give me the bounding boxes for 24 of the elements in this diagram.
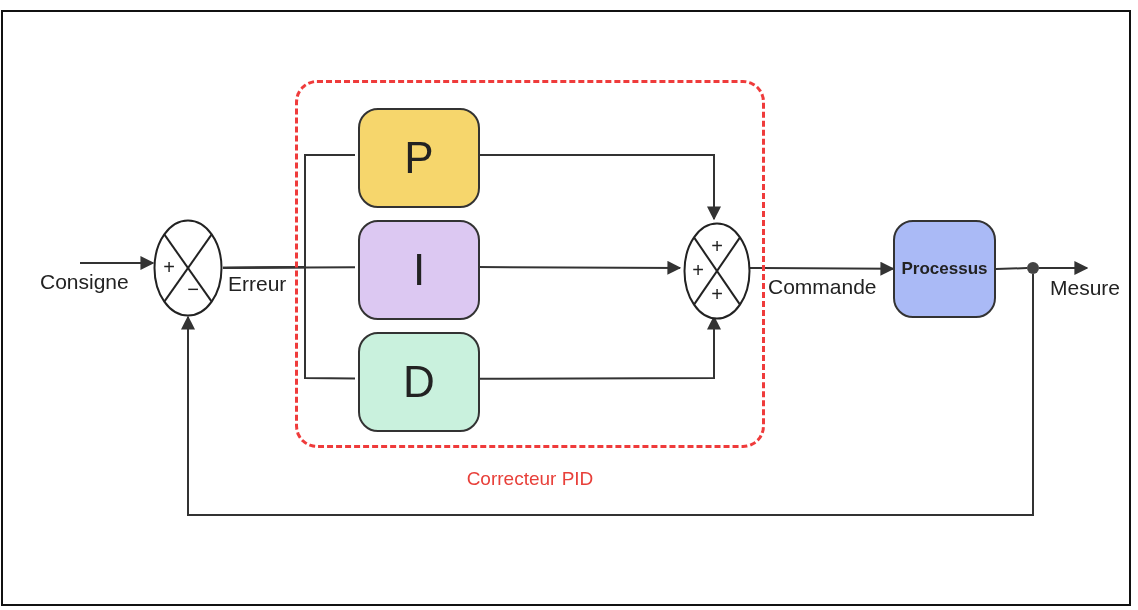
edge-label: Commande: [768, 275, 877, 299]
block: [893, 220, 996, 318]
block: [358, 220, 480, 320]
sign-symbol: +: [710, 236, 724, 256]
block-label: I: [412, 245, 426, 295]
sign-symbol: +: [691, 260, 705, 280]
summing-junction: [683, 222, 751, 320]
sign-symbol: +: [162, 257, 176, 277]
edge-label: Mesure: [1050, 276, 1121, 300]
group-title: Correcteur PID: [465, 468, 595, 490]
block: [358, 332, 480, 432]
sign-symbol: −: [186, 279, 200, 299]
connector-arrow: [1038, 261, 1089, 275]
edge-label: Erreur: [228, 272, 287, 296]
block-label: Processus: [901, 259, 988, 279]
connector-arrow: [79, 256, 155, 270]
junction-dot: [1027, 262, 1039, 274]
edge-label: Consigne: [40, 270, 129, 294]
block-label: P: [404, 133, 434, 183]
block-label: D: [403, 357, 435, 407]
sign-symbol: +: [710, 284, 724, 304]
connector-arrow: [181, 273, 1034, 516]
block: [358, 108, 480, 208]
summing-junction: [153, 219, 223, 317]
